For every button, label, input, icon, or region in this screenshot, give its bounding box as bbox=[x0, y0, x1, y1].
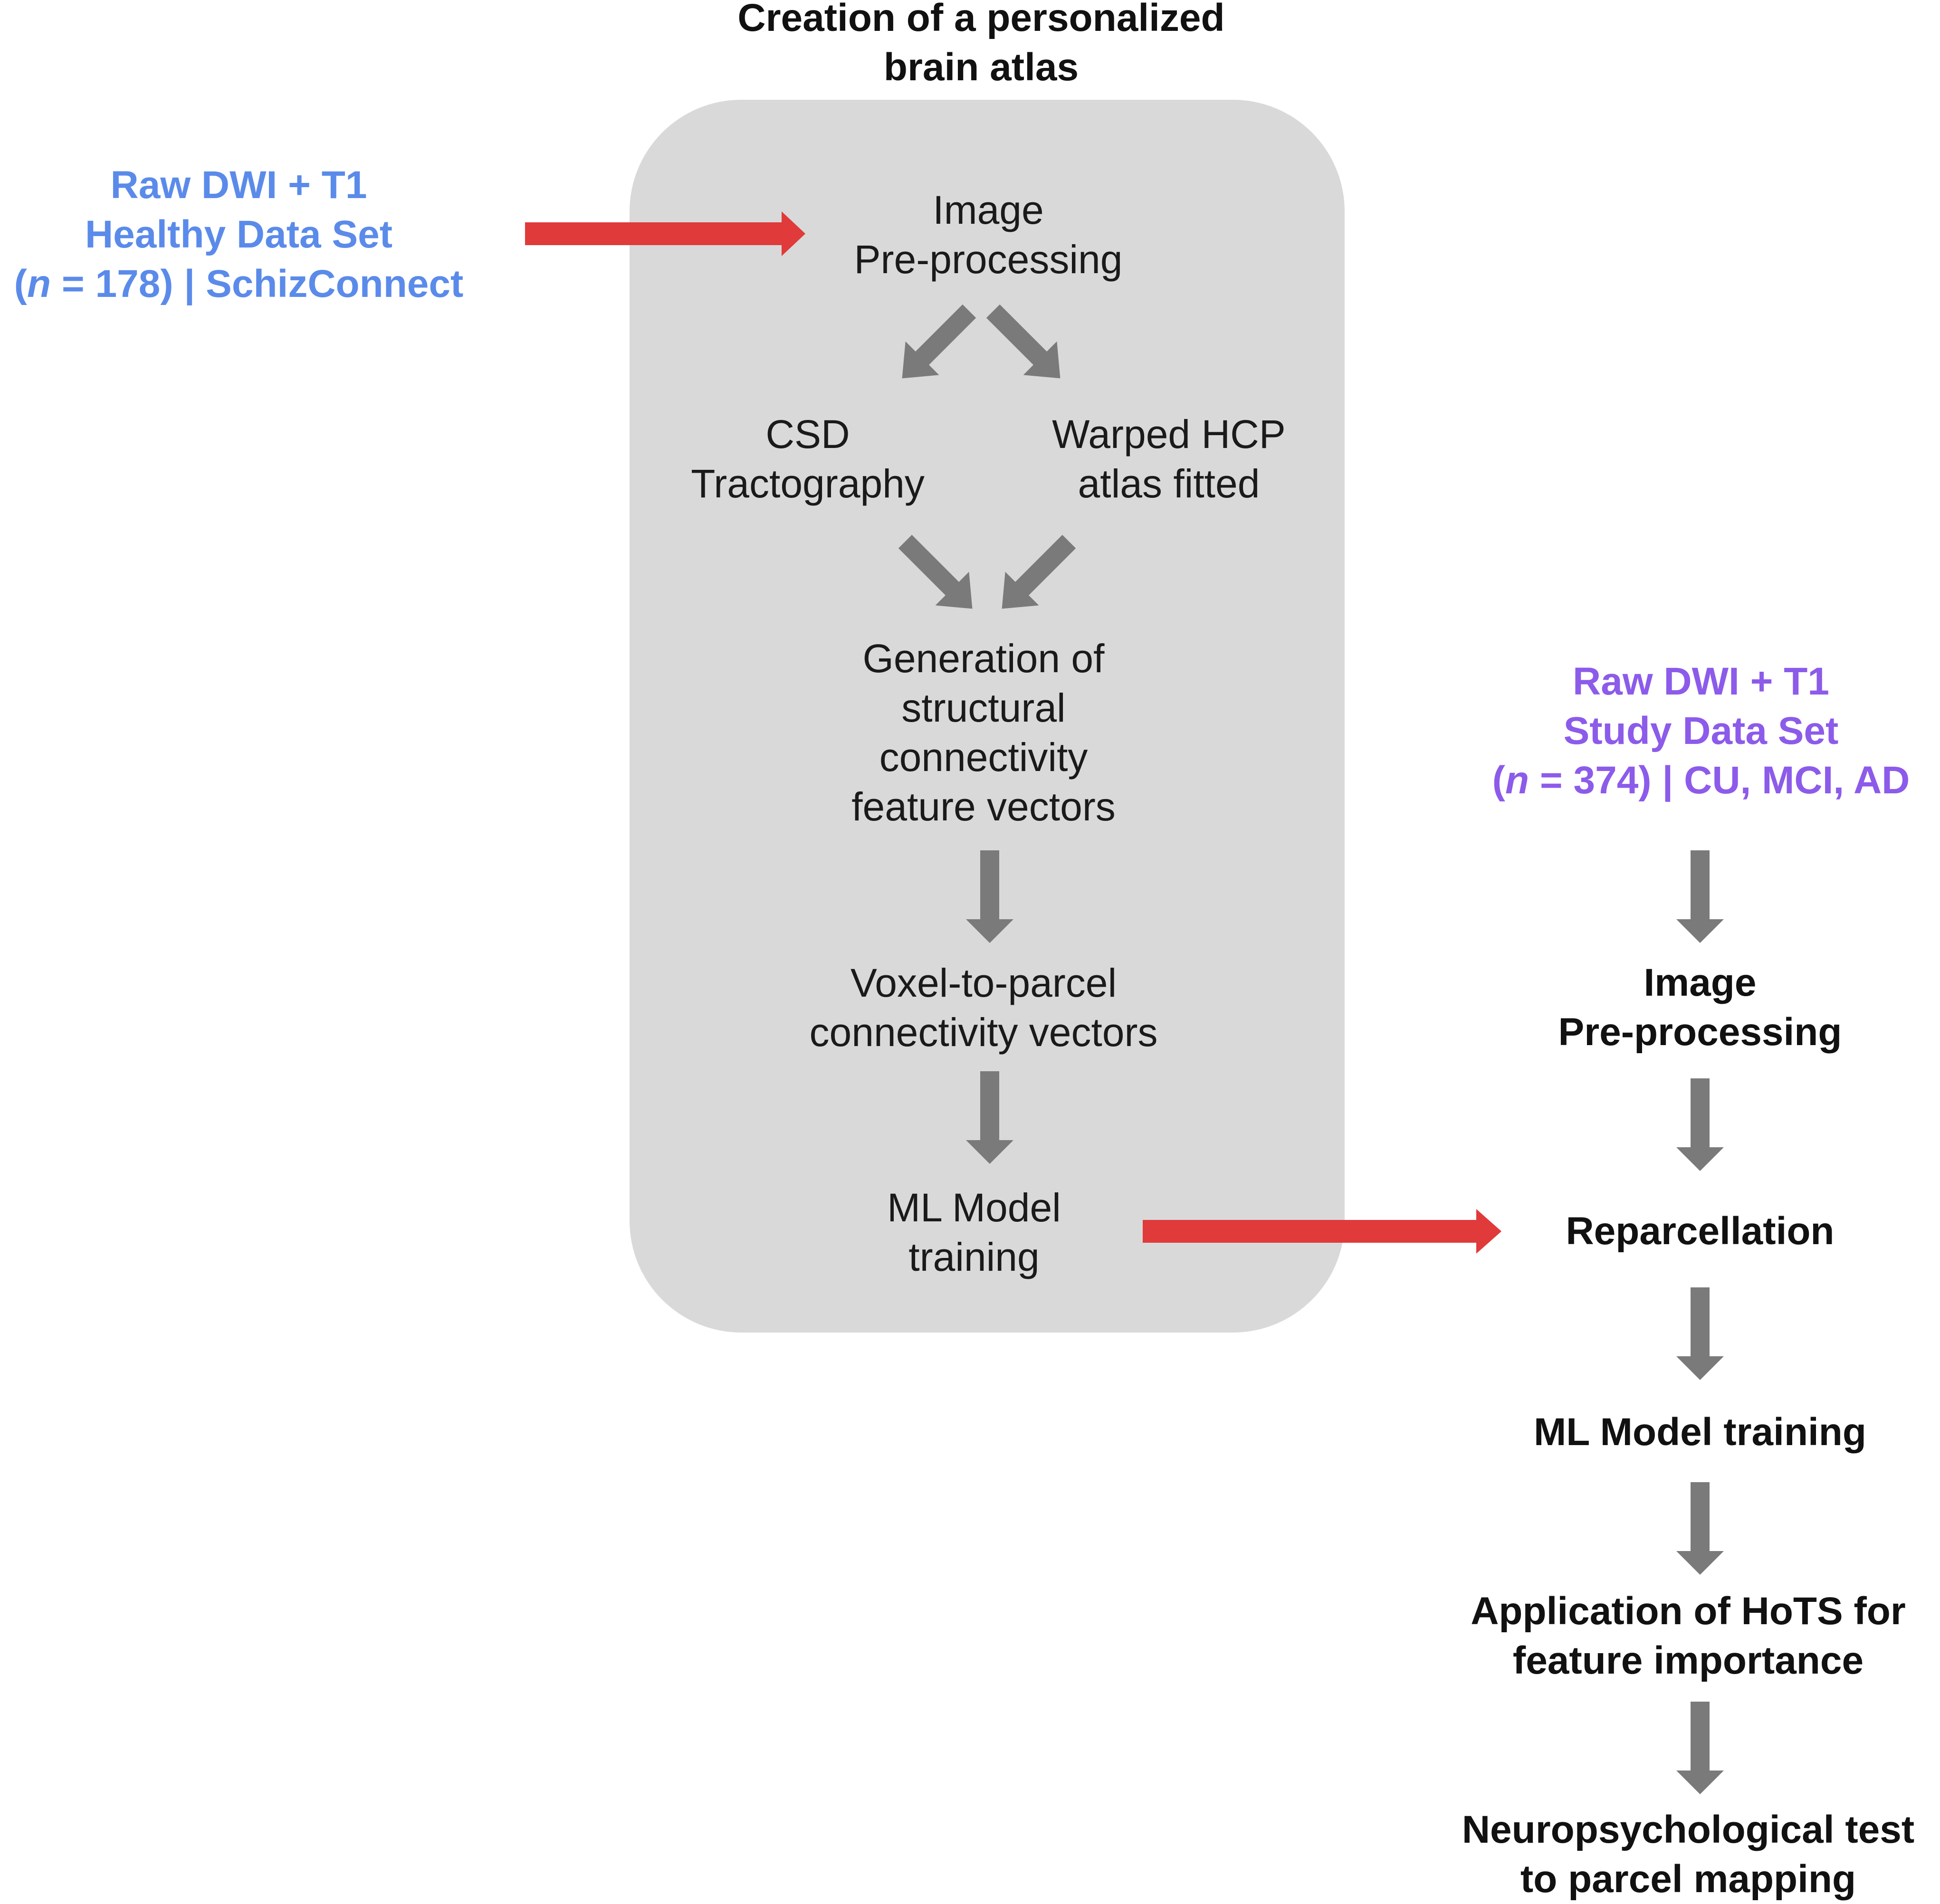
voxel-line-1: Voxel-to-parcel bbox=[850, 961, 1117, 1005]
mapping-line-1: Neuropsychological test bbox=[1462, 1808, 1915, 1851]
reparcellation-node: Reparcellation bbox=[1510, 1207, 1890, 1256]
mapping-node: Neuropsychological test to parcel mappin… bbox=[1439, 1805, 1938, 1904]
study-line-3: (n = 374) | CU, MCI, AD bbox=[1492, 759, 1910, 802]
study-preprocessing-line-1: Image bbox=[1644, 961, 1757, 1004]
atlas-preprocessing-node: Image Pre-processing bbox=[793, 185, 1183, 284]
hcp-line-2: atlas fitted bbox=[1078, 461, 1260, 506]
study-n-value: = 374) | CU, MCI, AD bbox=[1529, 759, 1910, 802]
healthy-line-1: Raw DWI + T1 bbox=[110, 163, 367, 207]
warped-hcp-node: Warped HCP atlas fitted bbox=[1022, 409, 1316, 508]
csd-line-2: Tractography bbox=[691, 461, 925, 506]
study-ml-training-text: ML Model training bbox=[1533, 1410, 1866, 1454]
feature-vectors-node: Generation of structural connectivity fe… bbox=[808, 634, 1159, 831]
feature-line-3: connectivity bbox=[879, 735, 1088, 780]
down-arrow-to-mapping bbox=[1676, 1702, 1724, 1794]
atlas-ml-line-2: training bbox=[908, 1235, 1040, 1279]
diag-arrow-from-hcp bbox=[1002, 534, 1076, 609]
hots-node: Application of HoTS for feature importan… bbox=[1439, 1587, 1938, 1685]
healthy-line-3: (n = 178) | SchizConnect bbox=[14, 262, 464, 305]
atlas-panel bbox=[630, 100, 1345, 1333]
atlas-ml-training-node: ML Model training bbox=[831, 1183, 1117, 1282]
diagram-title: Creation of a personalized brain atlas bbox=[679, 0, 1283, 92]
voxel-to-parcel-node: Voxel-to-parcel connectivity vectors bbox=[784, 958, 1183, 1057]
healthy-n-symbol: n bbox=[27, 262, 51, 305]
healthy-n-value: = 178) | SchizConnect bbox=[51, 262, 464, 305]
diag-arrow-from-csd bbox=[898, 534, 973, 609]
study-line-2: Study Data Set bbox=[1563, 709, 1839, 752]
feature-line-4: feature vectors bbox=[851, 784, 1116, 829]
hots-line-1: Application of HoTS for bbox=[1471, 1590, 1906, 1633]
csd-line-1: CSD bbox=[765, 412, 850, 457]
down-arrow-to-hots bbox=[1676, 1482, 1724, 1575]
hots-line-2: feature importance bbox=[1512, 1639, 1864, 1682]
feature-line-2: structural bbox=[901, 685, 1066, 730]
feature-line-1: Generation of bbox=[862, 636, 1105, 681]
diag-arrow-to-hcp bbox=[986, 304, 1061, 379]
atlas-preprocessing-line-1: Image bbox=[933, 188, 1044, 232]
reparcellation-text: Reparcellation bbox=[1566, 1209, 1835, 1253]
down-arrow-to-reparcellation bbox=[1676, 1078, 1724, 1171]
down-arrow-study-to-preprocessing bbox=[1676, 850, 1724, 943]
title-line-2: brain atlas bbox=[883, 46, 1079, 89]
healthy-line-2: Healthy Data Set bbox=[85, 213, 393, 256]
title-line-1: Creation of a personalized bbox=[737, 0, 1225, 39]
csd-tractography-node: CSD Tractography bbox=[665, 409, 950, 508]
study-n-symbol: n bbox=[1505, 759, 1529, 802]
red-arrow-ml-to-reparcellation bbox=[1143, 1209, 1501, 1254]
voxel-line-2: connectivity vectors bbox=[809, 1010, 1158, 1055]
healthy-data-set-label: Raw DWI + T1 Healthy Data Set (n = 178) … bbox=[0, 161, 478, 309]
study-ml-training-node: ML Model training bbox=[1486, 1408, 1914, 1457]
hcp-line-1: Warped HCP bbox=[1052, 412, 1286, 457]
atlas-ml-line-1: ML Model bbox=[887, 1185, 1061, 1230]
atlas-preprocessing-line-2: Pre-processing bbox=[854, 237, 1123, 282]
diag-arrow-to-csd bbox=[902, 304, 976, 379]
study-preprocessing-line-2: Pre-processing bbox=[1558, 1010, 1842, 1054]
down-arrow-to-ml bbox=[966, 1071, 1013, 1164]
red-arrow-healthy-to-preprocessing bbox=[525, 211, 805, 256]
mapping-line-2: to parcel mapping bbox=[1520, 1857, 1856, 1901]
study-data-set-label: Raw DWI + T1 Study Data Set (n = 374) | … bbox=[1463, 657, 1939, 805]
down-arrow-to-voxel bbox=[966, 850, 1013, 943]
down-arrow-to-ml-training bbox=[1676, 1287, 1724, 1380]
study-preprocessing-node: Image Pre-processing bbox=[1510, 958, 1890, 1057]
study-line-1: Raw DWI + T1 bbox=[1573, 660, 1829, 703]
